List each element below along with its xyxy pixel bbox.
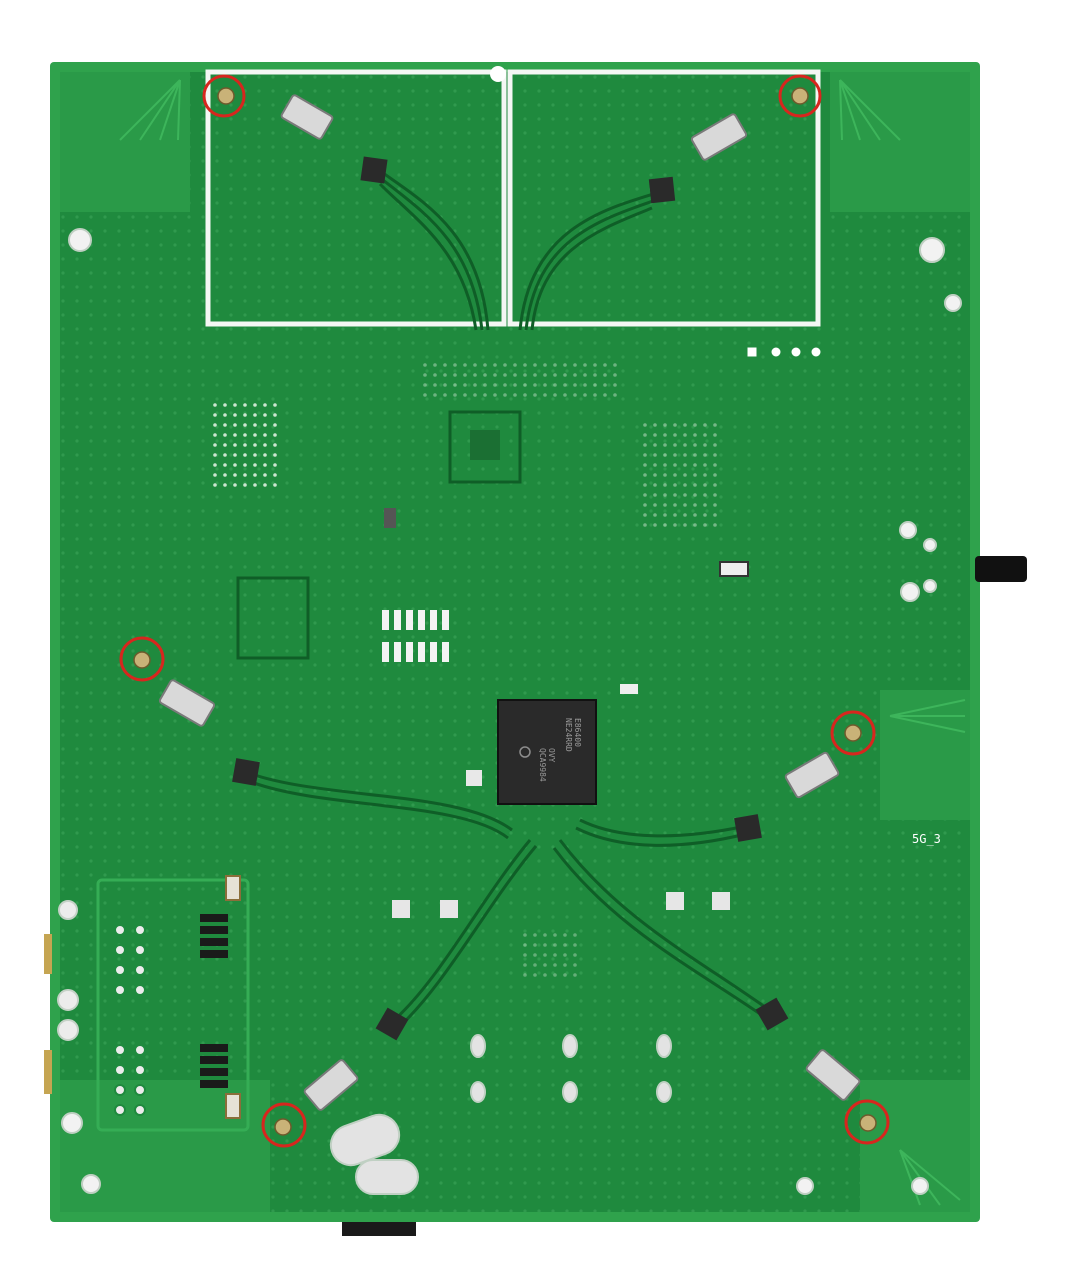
highlight-circle-top-right	[778, 74, 822, 118]
soc-marking-2: OVY	[547, 748, 556, 763]
resistor-array-pads	[382, 610, 449, 662]
ufl-connectors	[133, 87, 877, 1136]
rf-shield-outline	[205, 69, 821, 327]
highlight-circle-bottom-right	[844, 1099, 890, 1145]
smd-components	[236, 410, 749, 786]
pcb-board	[50, 62, 980, 1222]
soc-marking-1: QCA9984	[538, 748, 547, 782]
rf-traces	[245, 166, 773, 1030]
mounting-holes	[61, 228, 962, 1195]
via-clusters	[210, 360, 720, 980]
header-pads	[744, 344, 824, 360]
rf-switch-cans	[158, 94, 861, 1111]
highlight-circle-top-left	[202, 74, 246, 118]
antenna-label: 5G_3	[912, 832, 941, 846]
antenna-fan-top-left	[119, 79, 181, 141]
highlight-circle-left	[119, 636, 165, 682]
rf-frontend-chips	[232, 156, 789, 1041]
shield-center-hole	[490, 66, 506, 82]
ethernet-area	[57, 875, 250, 1132]
soc-marking-3: NE24RRD	[564, 718, 573, 752]
side-connectors	[44, 556, 1027, 1236]
main-soc: QCA9984 OVY NE24RRD E86400	[497, 699, 597, 805]
highlight-circle-right	[830, 710, 876, 756]
antenna-fan-right	[889, 699, 966, 733]
antenna-fan-top-right	[839, 79, 901, 141]
bottom-thru-pads	[329, 1034, 672, 1195]
soc-marking-4: E86400	[573, 718, 582, 747]
highlight-circle-bottom-left	[261, 1102, 307, 1148]
square-pads	[392, 892, 730, 918]
highlight-circles	[119, 74, 890, 1148]
